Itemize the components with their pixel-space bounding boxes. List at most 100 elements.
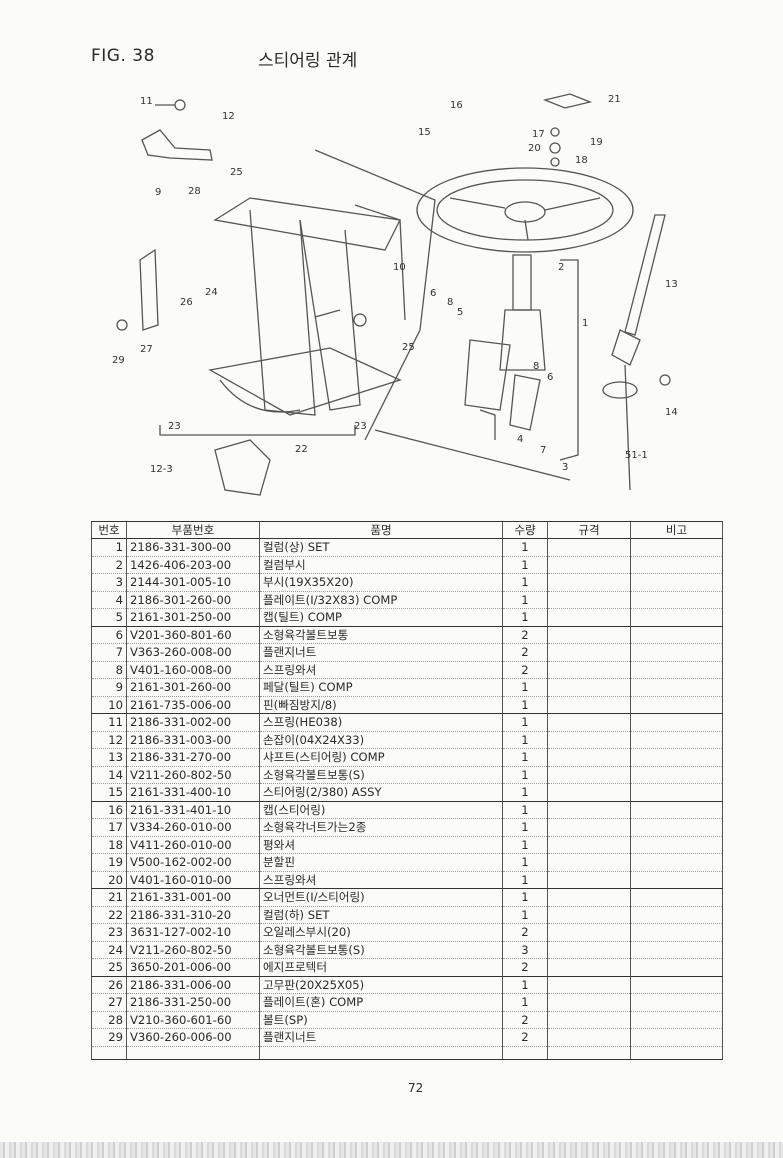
cell-quantity: 1: [502, 853, 548, 872]
cell-specification: [547, 958, 631, 977]
cell-quantity: 1: [502, 608, 548, 627]
cell-part-number: 2161-301-260-00: [126, 678, 260, 697]
cell-part-number: V201-360-801-60: [126, 626, 260, 644]
cell-quantity: 1: [502, 713, 548, 732]
cell-part-name: 캡(스티어링): [259, 801, 503, 819]
cell-quantity: 1: [502, 836, 548, 854]
header-specification: 규격: [547, 521, 631, 539]
cell-part-number: 2186-331-270-00: [126, 748, 260, 767]
cell-quantity: 1: [502, 731, 548, 749]
cell-part-number: V401-160-008-00: [126, 661, 260, 679]
cell-remarks: [630, 573, 723, 592]
svg-text:15: 15: [418, 127, 431, 138]
cell-remarks: [630, 923, 723, 942]
cell-part-number: V210-360-601-60: [126, 1011, 260, 1029]
header-quantity: 수량: [502, 521, 548, 539]
cell-part-number: 2161-331-001-00: [126, 888, 260, 907]
table-end-row: [91, 1046, 723, 1060]
cell-quantity: 1: [502, 976, 548, 994]
cell-number: 3: [91, 573, 127, 592]
cell-part-number: 2161-331-401-10: [126, 801, 260, 819]
cell-number: 25: [91, 958, 127, 977]
cell-number: 4: [91, 591, 127, 609]
cell-number: 17: [91, 818, 127, 837]
cell-part-name: 플랜지너트: [259, 643, 503, 662]
cell-part-name: 오일레스부시(20): [259, 923, 503, 942]
cell-quantity: 1: [502, 696, 548, 714]
cell-part-name: 오너먼트(I/스티어링): [259, 888, 503, 907]
cell-specification: [547, 713, 631, 732]
svg-text:22: 22: [295, 444, 308, 455]
cell-remarks: [630, 906, 723, 924]
cell-quantity: 1: [502, 556, 548, 574]
cell-part-name: 평와셔: [259, 836, 503, 854]
svg-text:25: 25: [230, 167, 243, 178]
svg-text:6: 6: [430, 288, 436, 299]
empty-cell: [630, 1046, 723, 1060]
cell-number: 26: [91, 976, 127, 994]
cell-remarks: [630, 818, 723, 837]
cell-part-number: V500-162-002-00: [126, 853, 260, 872]
cell-remarks: [630, 801, 723, 819]
cell-specification: [547, 906, 631, 924]
cell-part-name: 컬럼부시: [259, 556, 503, 574]
cell-quantity: 1: [502, 801, 548, 819]
cell-part-number: 1426-406-203-00: [126, 556, 260, 574]
cell-remarks: [630, 713, 723, 732]
header-part-number: 부품번호: [126, 521, 260, 539]
cell-number: 7: [91, 643, 127, 662]
cell-part-name: 볼트(SP): [259, 1011, 503, 1029]
cell-specification: [547, 626, 631, 644]
svg-text:14: 14: [665, 407, 678, 418]
svg-text:26: 26: [180, 297, 193, 308]
header-remarks: 비고: [630, 521, 723, 539]
cell-specification: [547, 923, 631, 942]
cell-part-number: 2186-331-006-00: [126, 976, 260, 994]
cell-part-name: 소형육각볼트보통(S): [259, 941, 503, 959]
cell-remarks: [630, 591, 723, 609]
cell-specification: [547, 556, 631, 574]
cell-remarks: [630, 1028, 723, 1047]
cell-part-number: 2186-301-260-00: [126, 591, 260, 609]
cell-quantity: 2: [502, 661, 548, 679]
svg-text:23: 23: [168, 421, 181, 432]
cell-number: 19: [91, 853, 127, 872]
cell-number: 18: [91, 836, 127, 854]
cell-number: 10: [91, 696, 127, 714]
svg-text:1: 1: [582, 318, 588, 329]
svg-text:17: 17: [532, 129, 545, 140]
cell-specification: [547, 976, 631, 994]
svg-text:13: 13: [665, 279, 678, 290]
cell-part-name: 캡(틸트) COMP: [259, 608, 503, 627]
svg-text:27: 27: [140, 344, 153, 355]
svg-text:4: 4: [517, 434, 523, 445]
cell-remarks: [630, 941, 723, 959]
cell-remarks: [630, 836, 723, 854]
cell-quantity: 1: [502, 818, 548, 837]
cell-quantity: 1: [502, 591, 548, 609]
cell-remarks: [630, 643, 723, 662]
cell-specification: [547, 836, 631, 854]
svg-text:8: 8: [533, 361, 539, 372]
svg-text:16: 16: [450, 100, 463, 111]
cell-part-name: 플레이트(혼) COMP: [259, 993, 503, 1012]
empty-cell: [259, 1046, 503, 1060]
cell-part-name: 부시(19X35X20): [259, 573, 503, 592]
empty-cell: [547, 1046, 631, 1060]
cell-quantity: 2: [502, 1028, 548, 1047]
svg-text:28: 28: [188, 186, 201, 197]
cell-part-number: 2186-331-003-00: [126, 731, 260, 749]
